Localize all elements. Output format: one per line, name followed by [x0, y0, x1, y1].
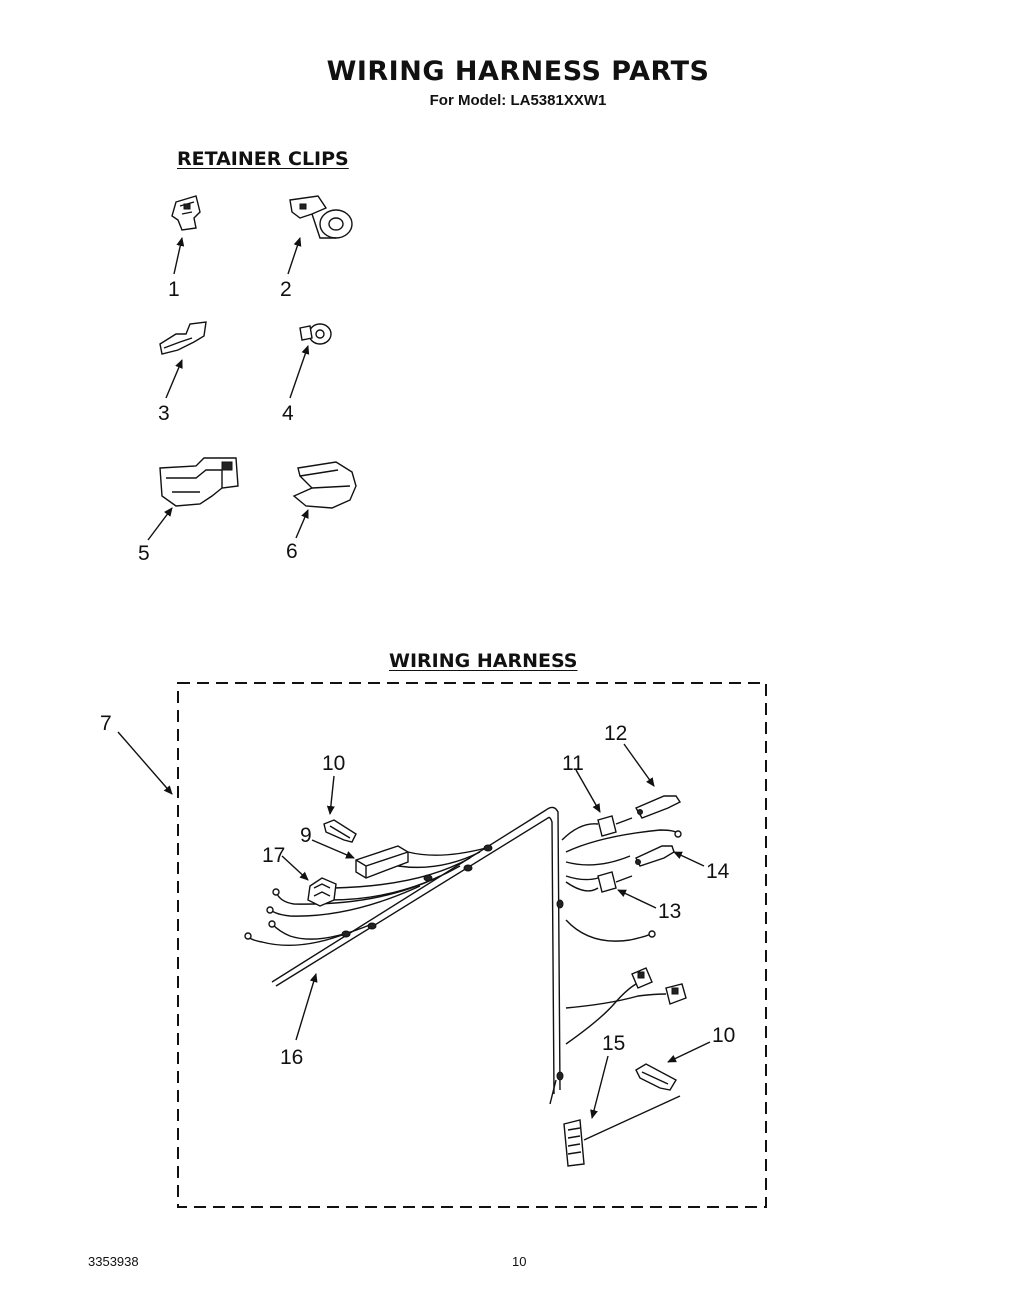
connector-9-drawing: [355, 845, 409, 879]
callout-10-lower: 10: [712, 1024, 735, 1047]
leader-9: [311, 839, 355, 859]
callout-15: 15: [602, 1032, 625, 1055]
callout-16: 16: [280, 1046, 303, 1069]
harness-right-branches: [556, 823, 682, 1081]
leader-16: [295, 973, 318, 1041]
terminal-14-drawing: [635, 845, 675, 867]
retainer-clip-5-drawing: [159, 457, 239, 507]
leader-4: [289, 345, 310, 399]
page-number: 10: [512, 1254, 527, 1269]
connector-11-drawing: [597, 815, 633, 837]
harness-dashed-frame: [177, 682, 767, 1208]
retainer-clip-2-drawing: [289, 195, 353, 239]
leader-17: [281, 855, 309, 881]
terminal-10-lower-drawing: [635, 1063, 677, 1091]
model-subtitle: For Model: LA5381XXW1: [429, 92, 607, 109]
callout-1: 1: [168, 278, 180, 301]
harness-main-trunk: [271, 806, 561, 1105]
leader-11: [575, 769, 601, 813]
retainer-clip-1-drawing: [171, 195, 201, 231]
leader-6: [295, 509, 309, 539]
document-number: 3353938: [88, 1254, 139, 1269]
callout-11: 11: [562, 752, 584, 775]
callout-7: 7: [100, 712, 112, 735]
connector-15-drawing: [563, 1095, 681, 1167]
connector-13-drawing: [597, 871, 633, 893]
callout-13: 13: [658, 900, 681, 923]
callout-6: 6: [286, 540, 298, 563]
leader-12: [623, 743, 655, 787]
callout-14: 14: [706, 860, 730, 883]
leader-15: [590, 1055, 609, 1119]
callout-5: 5: [138, 542, 150, 565]
leader-2: [287, 237, 302, 275]
callout-4: 4: [282, 402, 294, 425]
leader-13: [617, 889, 657, 909]
leader-10-lower: [667, 1041, 711, 1063]
callout-12: 12: [604, 722, 627, 745]
page-title: WIRING HARNESS PARTS: [326, 56, 710, 87]
leader-5: [147, 507, 173, 541]
wiring-harness-heading: WIRING HARNESS: [389, 650, 578, 672]
connector-17-drawing: [307, 877, 337, 907]
retainer-clip-4-drawing: [299, 323, 332, 345]
leader-7: [117, 731, 173, 795]
leader-3: [165, 359, 183, 399]
leader-14: [673, 851, 705, 867]
leader-10-upper: [326, 775, 335, 815]
terminal-10-upper-drawing: [323, 819, 357, 843]
retainer-clips-heading: RETAINER CLIPS: [177, 148, 349, 170]
harness-left-branches: [244, 844, 493, 946]
plug-connectors-drawing: [631, 967, 687, 1005]
leader-1: [173, 237, 185, 275]
callout-2: 2: [280, 278, 292, 301]
callout-17: 17: [262, 844, 285, 867]
terminal-12-drawing: [634, 795, 682, 819]
callout-10-upper: 10: [322, 752, 345, 775]
retainer-clip-3-drawing: [159, 321, 207, 355]
retainer-clip-6-drawing: [292, 461, 357, 509]
callout-3: 3: [158, 402, 170, 425]
callout-9: 9: [300, 824, 312, 847]
